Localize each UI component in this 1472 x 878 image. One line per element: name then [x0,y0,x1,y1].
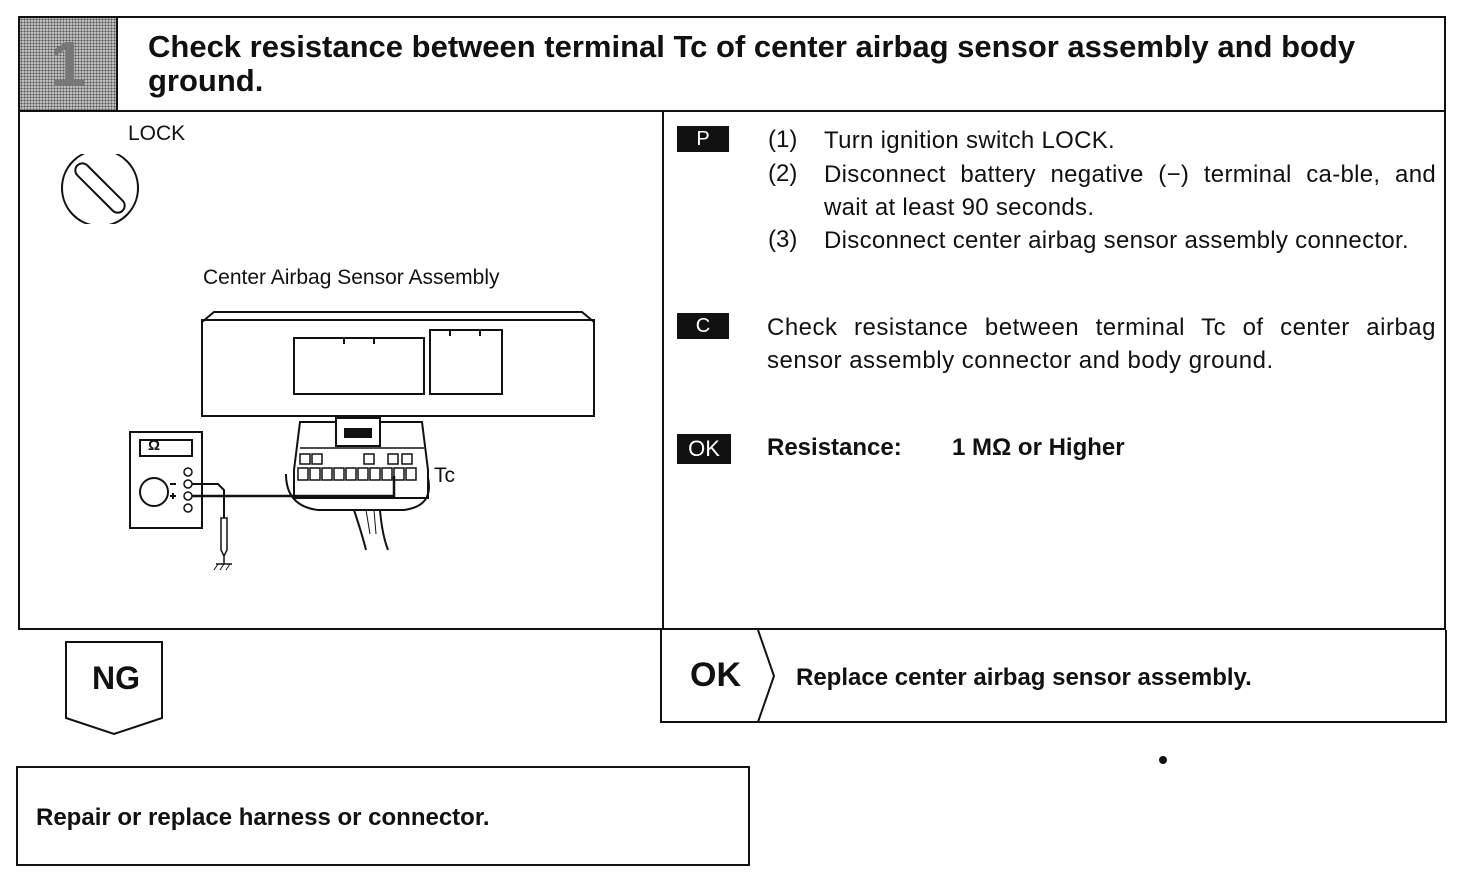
sensor-assembly-diagram [129,311,595,571]
check-badge: C [677,313,729,339]
ok-label: OK [690,656,741,694]
terminal-tc-label: Tc [434,464,455,487]
scan-dot [1159,756,1167,764]
step-number-box [20,18,118,110]
step-header: 1 Check resistance between terminal Tc o… [18,16,1446,112]
column-divider [662,110,664,630]
step-title: Check resistance between terminal Tc of … [148,29,1356,98]
step-2-number: (2) [768,160,798,187]
step-number: 1 [50,28,86,100]
ignition-key-lock-icon [61,154,139,224]
lock-label: LOCK [128,122,186,145]
ok-badge: OK [677,434,731,464]
step-3-number: (3) [768,226,798,253]
spec-value: 1 MΩ or Higher [952,434,1125,461]
ng-label: NG [92,660,140,696]
ok-branch-box [660,629,1447,723]
step-2-text: Disconnect battery negative (−) terminal… [824,161,1436,221]
step-1-number: (1) [768,126,798,153]
spec-label: Resistance: [767,434,902,461]
ng-action-text: Repair or replace harness or connector. [36,804,490,831]
step-3-text: Disconnect center airbag sensor assembly… [824,227,1409,254]
ohmmeter-icon [129,431,203,529]
ng-arrow-icon [65,641,163,736]
assembly-label: Center Airbag Sensor Assembly [203,266,500,289]
ok-action-text: Replace center airbag sensor assembly. [796,664,1252,691]
ng-action-box: Repair or replace harness or connector. [16,766,750,866]
prepare-badge: P [677,126,729,152]
step-1-text: Turn ignition switch LOCK. [824,127,1116,154]
meter-symbol: Ω [148,437,161,454]
step-content [18,110,1446,630]
connector-icon [285,417,430,551]
check-text: Check resistance between terminal Tc of … [767,314,1436,374]
